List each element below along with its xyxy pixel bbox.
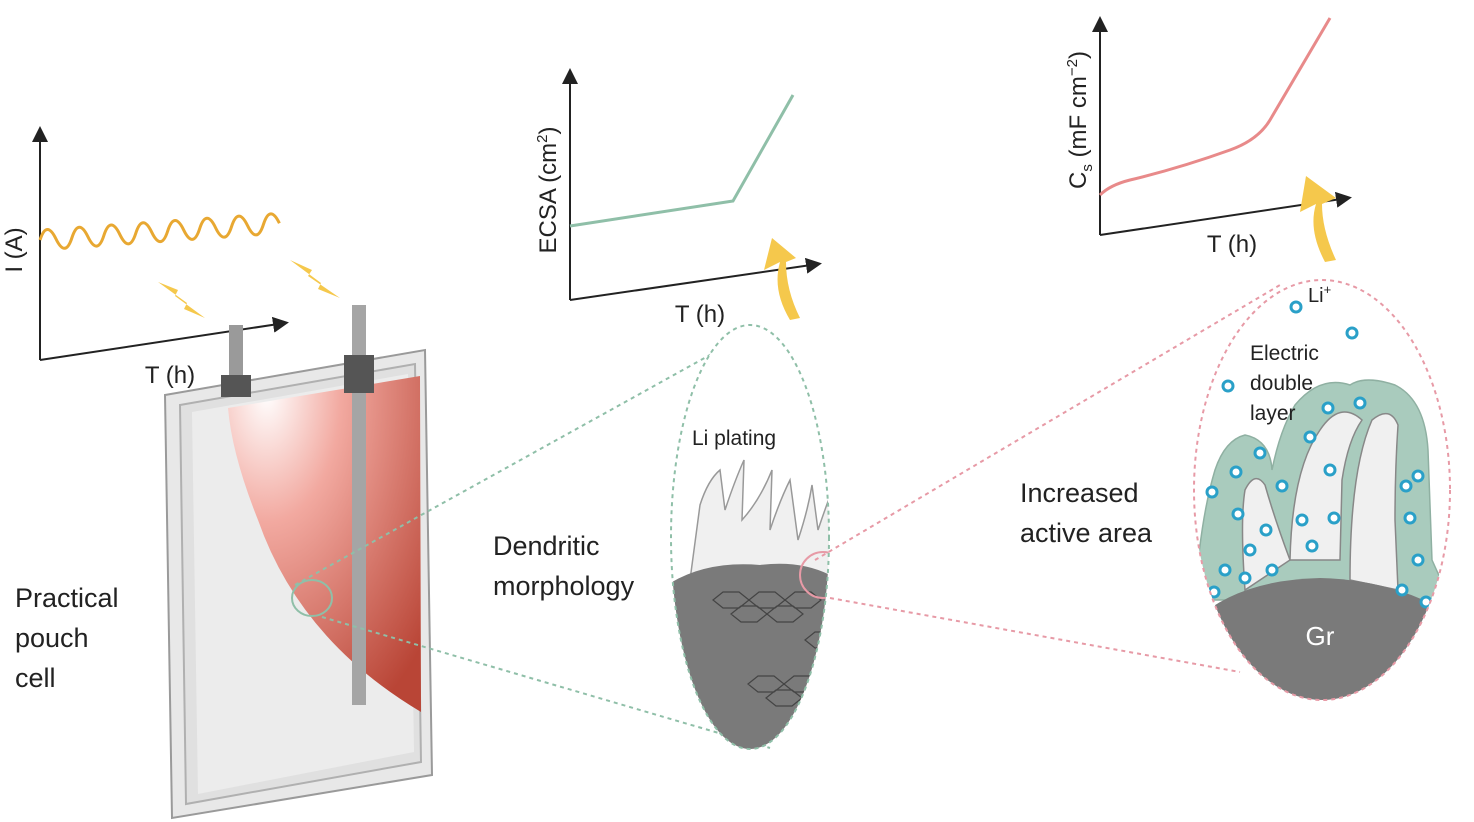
pouch-label-line3: cell: [15, 663, 56, 693]
green-zoom-guides: [294, 329, 771, 749]
pouch-cell: [163, 305, 434, 820]
pouch-tab-left: [221, 375, 251, 397]
graphite-label: Gr: [1306, 621, 1335, 651]
ecsa-ylabel: ECSA (cm2): [534, 126, 562, 253]
sub-zoom-circle: [799, 551, 829, 599]
current-sine-wave: [38, 212, 281, 250]
ecsa-xlabel: T (h): [675, 301, 725, 328]
li-plating-label: Li plating: [692, 427, 776, 450]
li-ion-label: Li+: [1308, 282, 1331, 307]
cs-xlabel: T (h): [1207, 231, 1257, 258]
ecsa-x-axis: [569, 257, 822, 301]
dendrite-zoom: Li plating: [670, 324, 830, 750]
edl-zoom: Li+ Electric double layer Gr: [1193, 279, 1451, 701]
pouch-tab-strip: [352, 305, 366, 705]
pink-zoom-outline: [1193, 279, 1451, 701]
ecsa-plot: ECSA (cm2) T (h): [534, 68, 822, 328]
dendritic-label-line2: morphology: [493, 571, 635, 601]
pouch-label-line2: pouch: [15, 623, 89, 653]
inner-dendrite-2: [1289, 411, 1363, 561]
edl-label-line2: double: [1250, 372, 1313, 395]
cs-line: [1098, 17, 1332, 197]
dendritic-label-line1: Dendritic: [493, 531, 600, 561]
green-zoom-outline: [670, 324, 830, 750]
current-ylabel: I (A): [1, 227, 28, 272]
cs-up-arrow-icon: [1300, 176, 1336, 262]
inner-dendrite-3: [1349, 412, 1399, 591]
pouch-zoom-circle: [291, 579, 333, 617]
electrode-red-area: [228, 376, 421, 712]
increased-label-line2: active area: [1020, 518, 1153, 548]
pouch-tab-right: [344, 355, 374, 393]
pink-zoom-guides: [814, 284, 1281, 673]
graphite-base-green: [671, 563, 829, 749]
increased-label-line1: Increased: [1020, 478, 1139, 508]
current-x-axis: [39, 316, 289, 361]
lithium-dendrites: [689, 459, 829, 581]
lightning-icon: [158, 260, 340, 318]
current-xlabel: T (h): [145, 362, 195, 389]
ecsa-line: [569, 94, 795, 228]
ecsa-up-arrow-icon: [764, 238, 800, 320]
cs-ylabel: Cs (mF cm−2): [1064, 51, 1096, 189]
current-plot: I (A) T (h): [1, 126, 289, 389]
lithium-ions: [1205, 300, 1433, 609]
edl-label-line3: layer: [1250, 402, 1296, 425]
pouch-label-line1: Practical: [15, 583, 119, 613]
cs-plot: Cs (mF cm−2) T (h): [1064, 16, 1352, 262]
edl-label-line1: Electric: [1250, 342, 1319, 365]
